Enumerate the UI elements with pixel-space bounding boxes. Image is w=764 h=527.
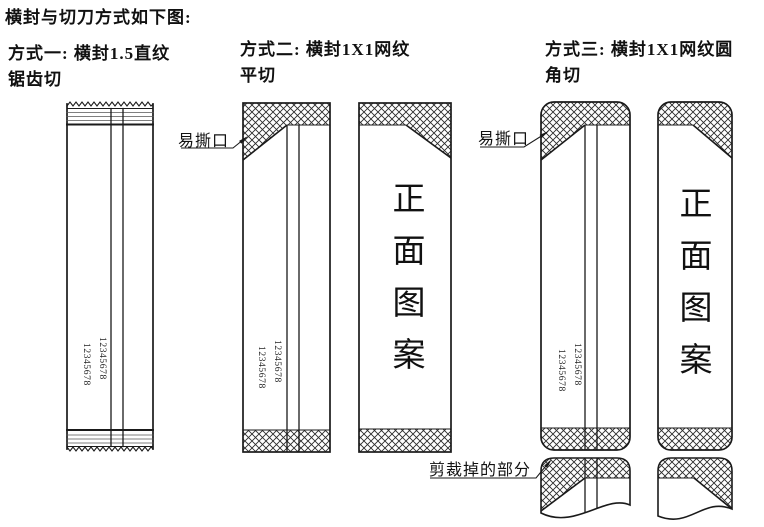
tear-diagonal [540, 477, 586, 512]
method-3-header: 方式三: 横封1X1网纹圆 角切 [545, 37, 733, 89]
method-1-title-line2: 锯齿切 [8, 70, 62, 89]
serial-number-m2-right: 12345678 [272, 340, 282, 383]
package-method2-back [242, 102, 331, 453]
method-1-title-line1: 方式一: 横封1.5直纹 [8, 44, 171, 63]
tear-diagonal [242, 124, 288, 161]
tear-diagonal [693, 477, 733, 510]
serial-number-m3-left: 12345678 [556, 349, 566, 392]
method-3-title-line2: 角切 [545, 66, 581, 85]
tear-diagonal [692, 124, 733, 159]
leader-arrowhead-icon [544, 459, 552, 468]
leader-trimmed-part [430, 459, 552, 479]
easy-tear-label-method3: 易撕口 [478, 131, 530, 148]
top-seal-mesh [658, 102, 732, 125]
page-title: 横封与切刀方式如下图: [5, 8, 192, 27]
leader-arrowhead-icon [239, 136, 248, 144]
trimmed-piece-back [540, 457, 631, 519]
front-art-text-method3: 正面图案 [674, 186, 710, 394]
serial-number-m2-left: 12345678 [256, 346, 266, 389]
package-method2-front [358, 102, 452, 453]
method-2-title-line2: 平切 [240, 66, 276, 85]
trimmed-part-label: 剪裁掉的部分 [429, 462, 532, 479]
bottom-seal-mesh [359, 429, 451, 452]
serrated-bottom-edge [66, 446, 154, 452]
leader-easy-tear-1 [181, 136, 248, 149]
bottom-seal-mesh [658, 428, 732, 450]
back-seam-lines [110, 107, 124, 448]
serial-number-m1-right: 12345678 [97, 337, 107, 380]
method-3-title-line1: 方式三: 横封1X1网纹圆 [545, 40, 734, 59]
serial-number-m1-left: 12345678 [81, 343, 91, 386]
method-1-header: 方式一: 横封1.5直纹 锯齿切 [8, 41, 170, 93]
top-seal-mesh [541, 102, 630, 125]
method-2-header: 方式二: 横封1X1网纹 平切 [240, 37, 410, 89]
leader-easy-tear-2 [480, 131, 549, 148]
leader-arrowhead-icon [539, 131, 549, 138]
serrated-top-edge [66, 101, 154, 107]
top-seal-mesh [243, 103, 330, 125]
top-seal-mesh [359, 103, 451, 125]
easy-tear-label-method2: 易撕口 [178, 133, 230, 150]
back-seam-lines [286, 125, 300, 452]
tear-diagonal [540, 124, 586, 161]
package-method1-back [66, 101, 154, 452]
package-method3-front [657, 101, 733, 451]
back-seam-lines [584, 125, 598, 450]
serial-number-m3-right: 12345678 [572, 343, 582, 386]
package-method3-back [540, 101, 631, 451]
top-seal-straight-grain [66, 108, 154, 126]
bottom-seal-straight-grain [66, 429, 154, 447]
tear-diagonal [405, 124, 452, 159]
front-art-text-method2: 正面图案 [387, 181, 423, 389]
method-2-title-line1: 方式二: 横封1X1网纹 [240, 40, 411, 59]
trimmed-piece-front [657, 457, 733, 520]
